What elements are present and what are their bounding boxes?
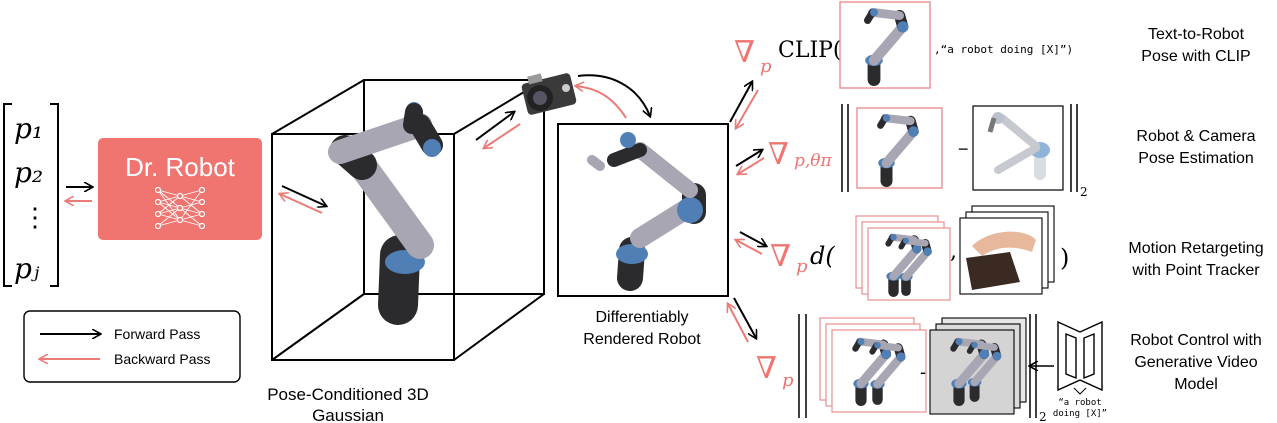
right-bracket <box>50 103 59 287</box>
control-norm-sub: 2 <box>1039 410 1047 423</box>
pose-p1: p₁ <box>14 112 43 145</box>
left-bracket <box>3 103 12 287</box>
forward-arrow-pose <box>735 150 762 167</box>
control-video-stack <box>929 317 1027 415</box>
control-label-line1: Robot Control with <box>1130 332 1262 349</box>
clip-label-line2: Pose with CLIP <box>1141 48 1250 65</box>
gaussian-caption-line2: Gaussian <box>312 406 384 423</box>
dr-robot-title: Dr. Robot <box>125 152 236 182</box>
motion-label-line1: Motion Retargeting <box>1128 240 1263 257</box>
pose-label-line1: Robot & Camera <box>1136 128 1255 145</box>
forward-arrow-control <box>733 297 756 338</box>
pose-vector: p₁ p₂ ⋮ pⱼ <box>3 103 59 287</box>
clip-grad-sub: p <box>760 56 772 77</box>
pose-real-robot-image <box>987 112 1050 180</box>
motion-close: ) <box>1060 244 1069 272</box>
camera-icon <box>521 73 577 115</box>
pose-pJ: pⱼ <box>14 252 40 285</box>
control-minus: - <box>920 362 926 382</box>
motion-func: d( <box>810 242 835 270</box>
motion-grad-symbol: ∇ <box>770 239 791 274</box>
legend-forward-label: Forward Pass <box>114 326 200 342</box>
legend-backward-label: Backward Pass <box>114 351 210 367</box>
forward-arrow-motion <box>739 231 766 246</box>
gaussian-caption-line1: Pose-Conditioned 3D <box>267 385 429 404</box>
control-label-line3: Model <box>1174 376 1218 393</box>
backward-arrow-from-camera <box>484 123 521 148</box>
clip-grad-symbol: ∇ <box>734 35 755 70</box>
clip-func: CLIP( <box>778 38 842 63</box>
control-prompt-line2: doing [X]” <box>1053 409 1107 419</box>
pose-dots: ⋮ <box>22 203 48 233</box>
motion-comma: , <box>950 239 957 264</box>
legend: Forward Pass Backward Pass <box>23 310 241 383</box>
motion-grad-sub: p <box>796 256 808 277</box>
control-label-line2: Generative Video <box>1134 354 1257 371</box>
pose-norm-sub: 2 <box>1080 185 1088 199</box>
forward-arrow-clip <box>729 82 752 123</box>
forward-arrow-cube <box>281 185 326 206</box>
control-robot-stack <box>819 317 927 413</box>
control-prompt-line1: “a robot <box>1058 398 1101 408</box>
pose-grad-sub: p,θπ <box>794 151 833 171</box>
pose-minus: − <box>958 139 969 159</box>
backward-arrow-render-to-camera <box>576 86 627 119</box>
gaussian-robot <box>328 102 443 325</box>
forward-arrow-to-camera <box>475 112 514 141</box>
control-grad-sub: p <box>782 370 794 391</box>
backward-arrow-pose <box>738 157 765 174</box>
motion-label-line2: with Point Tracker <box>1131 262 1260 279</box>
backward-arrow-motion <box>736 240 763 255</box>
motion-robot-stack <box>855 215 951 301</box>
backward-arrow-cube <box>280 194 323 214</box>
motion-hand-stack <box>959 205 1055 295</box>
forward-arrow-camera-to-render <box>577 74 650 116</box>
rendered-caption-line2: Rendered Robot <box>583 331 701 348</box>
legend-box <box>23 310 241 383</box>
dr-robot-box <box>98 138 262 240</box>
clip-prompt: ,“a robot doing [X]”) <box>934 43 1073 56</box>
control-grad-symbol: ∇ <box>756 351 777 386</box>
video-model-icon <box>1057 320 1103 395</box>
rendered-robot <box>587 132 706 291</box>
neural-net-icon <box>154 186 206 230</box>
backward-arrow-control <box>728 304 749 343</box>
dr-robot-block: Dr. Robot <box>98 138 262 240</box>
clip-label-line1: Text-to-Robot <box>1148 26 1245 43</box>
backward-arrow-clip <box>736 89 759 128</box>
pose-p2: p₂ <box>14 156 43 189</box>
pose-grad-symbol: ∇ <box>768 137 789 172</box>
rendered-caption-line1: Differentiably <box>595 309 688 326</box>
pose-label-line2: Pose Estimation <box>1138 150 1254 167</box>
